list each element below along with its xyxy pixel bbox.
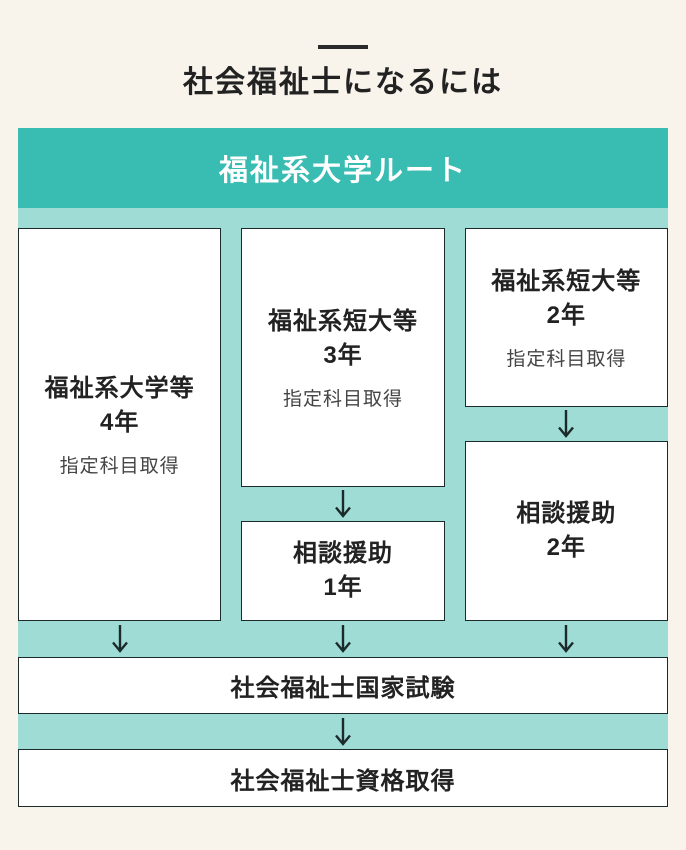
exam-box: 社会福祉士国家試験 — [18, 657, 668, 714]
step-title-line1: 福祉系短大等 — [491, 267, 642, 295]
step-note: 指定科目取得 — [282, 388, 403, 410]
column-university-4yr: 福祉系大学等 4年 指定科目取得 — [18, 228, 222, 621]
infographic-root: 社会福祉士になるには 福祉系大学ルート 福祉系大学等 4年 指定科目取得 福祉系… — [0, 0, 686, 807]
flow-connector — [465, 407, 668, 441]
step-box-counseling-1yr: 相談援助 1年 — [241, 521, 445, 621]
route-diagram: 福祉系大学ルート 福祉系大学等 4年 指定科目取得 福祉系短大等 3年 指定科目… — [18, 128, 668, 807]
step-note: 指定科目取得 — [59, 455, 180, 477]
column-junior-college-3yr: 福祉系短大等 3年 指定科目取得 相談援助 1年 — [241, 228, 445, 621]
flow-connector — [241, 487, 444, 521]
flow-connectors-row — [18, 621, 668, 657]
flow-connector — [18, 621, 221, 657]
step-title-line2: 3年 — [323, 341, 363, 369]
flow-connector — [18, 714, 668, 749]
step-title-line2: 2年 — [546, 534, 586, 561]
page-title: 社会福祉士になるには — [183, 66, 503, 99]
step-note: 指定科目取得 — [506, 348, 627, 370]
step-title-line2: 4年 — [99, 408, 140, 436]
step-title-line1: 福祉系大学等 — [44, 374, 195, 402]
column-junior-college-2yr: 福祉系短大等 2年 指定科目取得 相談援助 2年 — [464, 228, 668, 621]
arrow-down-icon — [335, 490, 351, 518]
step-box-university-4yr: 福祉系大学等 4年 指定科目取得 — [18, 228, 222, 621]
arrow-down-icon — [335, 625, 351, 653]
step-title-line2: 1年 — [323, 574, 363, 601]
page-header: 社会福祉士になるには — [0, 0, 686, 128]
step-box-counseling-2yr: 相談援助 2年 — [464, 441, 668, 621]
result-box-label: 社会福祉士資格取得 — [230, 767, 456, 795]
flow-connector — [241, 621, 444, 657]
flow-connector — [465, 621, 668, 657]
step-title-line1: 福祉系短大等 — [267, 307, 418, 335]
step-title-line1: 相談援助 — [292, 540, 393, 567]
arrow-down-icon — [558, 625, 575, 653]
result-box: 社会福祉士資格取得 — [18, 749, 668, 807]
route-panel: 福祉系大学等 4年 指定科目取得 福祉系短大等 3年 指定科目取得 — [18, 208, 668, 807]
arrow-down-icon — [558, 410, 575, 438]
route-columns: 福祉系大学等 4年 指定科目取得 福祉系短大等 3年 指定科目取得 — [18, 228, 668, 621]
route-banner-label: 福祉系大学ルート — [218, 155, 467, 187]
arrow-down-icon — [111, 625, 128, 653]
title-divider — [318, 45, 368, 49]
step-title-line1: 相談援助 — [516, 500, 617, 527]
step-title-line2: 2年 — [546, 301, 586, 329]
step-box-junior-college-3yr: 福祉系短大等 3年 指定科目取得 — [241, 228, 445, 487]
arrow-down-icon — [335, 717, 351, 746]
step-box-junior-college-2yr: 福祉系短大等 2年 指定科目取得 — [464, 228, 668, 407]
exam-box-label: 社会福祉士国家試験 — [230, 675, 456, 702]
route-banner: 福祉系大学ルート — [18, 128, 668, 208]
